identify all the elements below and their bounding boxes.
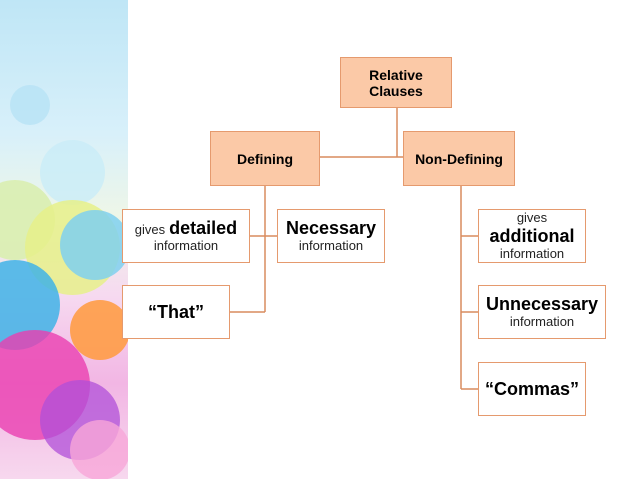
- unnecessary-node: Unnecessary information: [478, 285, 606, 339]
- root-line-1: Relative: [369, 66, 423, 83]
- commas-node: “Commas”: [478, 362, 586, 416]
- additional-pre: gives: [516, 210, 548, 225]
- commas-label: “Commas”: [484, 379, 580, 399]
- that-node: “That”: [122, 285, 230, 339]
- additional-post: information: [499, 246, 565, 261]
- defining-node: Defining: [210, 131, 320, 186]
- necessary-emph: Necessary: [285, 218, 377, 238]
- additional-info-node: gives additional information: [478, 209, 586, 263]
- detailed-emph: detailed: [169, 218, 238, 238]
- nondefining-label: Non-Defining: [415, 150, 503, 167]
- detailed-pre: gives: [134, 222, 166, 237]
- bubble: [70, 420, 128, 479]
- necessary-node: Necessary information: [277, 209, 385, 263]
- bubble: [60, 210, 128, 280]
- bubble: [10, 85, 50, 125]
- detailed-info-node: gives detailed information: [122, 209, 250, 263]
- bubble: [40, 140, 105, 205]
- root-node: Relative Clauses: [340, 57, 452, 108]
- decorative-bubbles-panel: [0, 0, 128, 479]
- necessary-post: information: [298, 238, 364, 253]
- that-label: “That”: [148, 302, 204, 322]
- additional-emph: additional: [489, 226, 575, 246]
- detailed-post: information: [153, 238, 219, 253]
- defining-label: Defining: [237, 150, 293, 167]
- unnecessary-emph: Unnecessary: [485, 294, 599, 314]
- nondefining-node: Non-Defining: [403, 131, 515, 186]
- bubble: [70, 300, 128, 360]
- unnecessary-post: information: [509, 314, 575, 329]
- root-line-2: Clauses: [369, 82, 423, 99]
